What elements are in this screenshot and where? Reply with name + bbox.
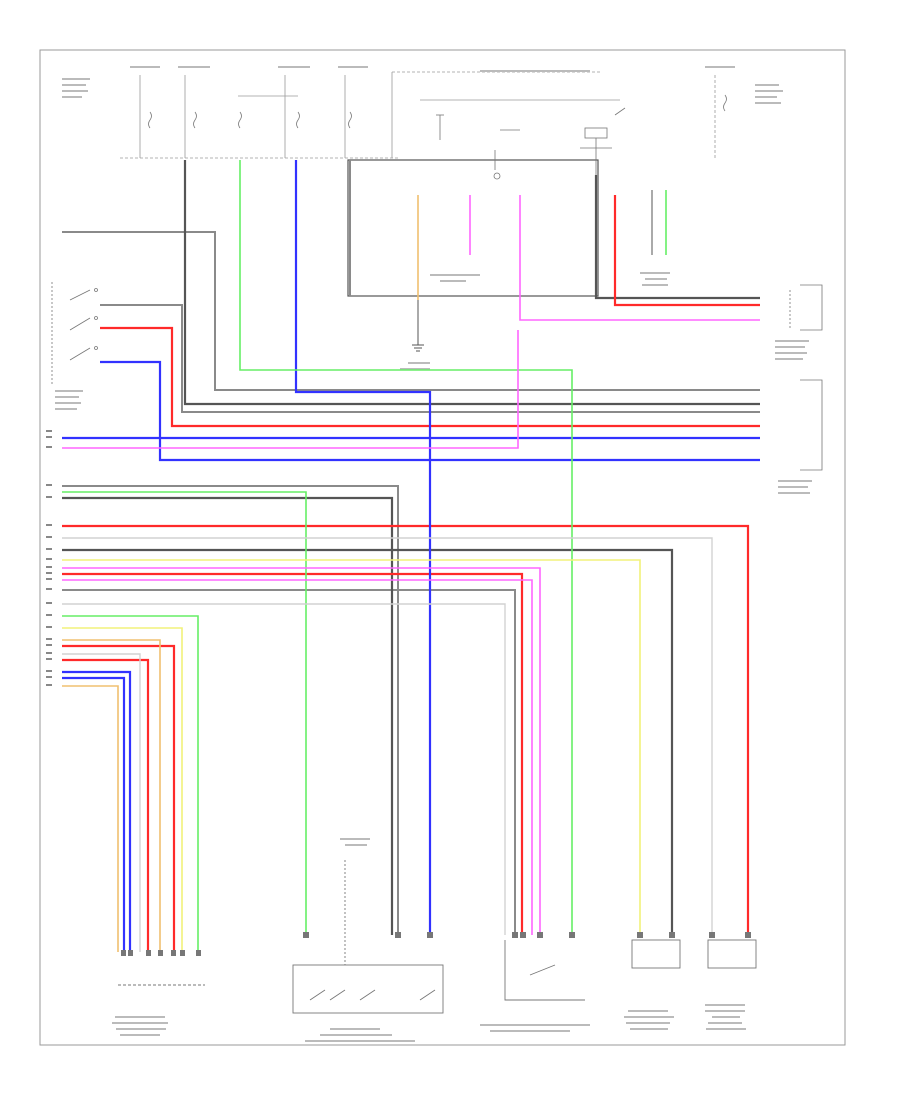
wire-dark bbox=[62, 160, 760, 935]
wire-green bbox=[62, 160, 667, 952]
wire-light bbox=[62, 537, 713, 952]
label-stubs bbox=[55, 66, 812, 1042]
ground-icon bbox=[412, 190, 653, 352]
bottom-components bbox=[118, 860, 757, 1014]
fuse-bus bbox=[120, 71, 716, 159]
wire-red bbox=[62, 195, 760, 952]
left-connector-pins bbox=[46, 430, 52, 686]
cluster-internal bbox=[436, 107, 626, 180]
wire-gray bbox=[62, 160, 760, 935]
wire-pink bbox=[62, 195, 760, 935]
right-connector bbox=[789, 284, 823, 471]
instrument-cluster-block bbox=[347, 159, 599, 297]
diagram-frame bbox=[39, 49, 846, 1046]
terminal-markers bbox=[121, 932, 751, 956]
wire-yellow bbox=[62, 559, 641, 952]
stop-light-switch bbox=[51, 282, 98, 385]
wire-blue bbox=[62, 160, 760, 952]
fuse-icon bbox=[148, 94, 727, 129]
wire-orange bbox=[62, 195, 419, 952]
